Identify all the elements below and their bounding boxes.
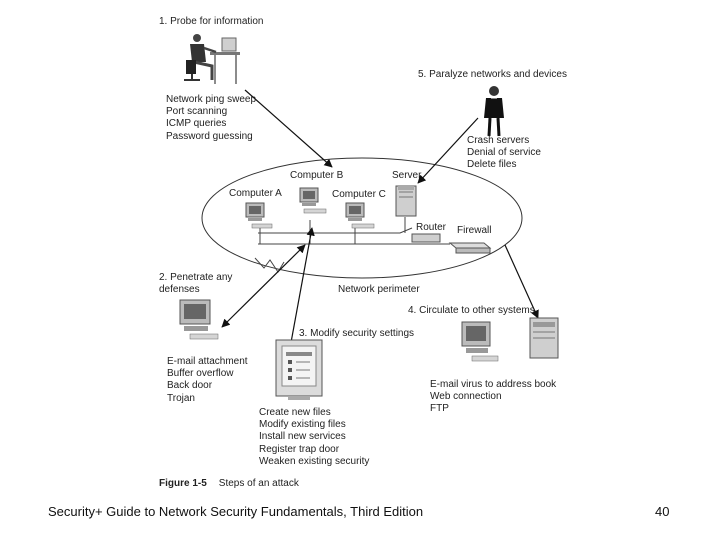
list-item: Denial of service — [467, 147, 541, 159]
step-3-list: Create new files Modify existing files I… — [259, 407, 369, 468]
page-number: 40 — [655, 504, 670, 519]
arrow-modify-to-computer-b — [289, 227, 315, 349]
computer-b-label: Computer B — [290, 170, 344, 181]
step-1-list: Network ping sweep Port scanning ICMP qu… — [166, 94, 256, 143]
step-2-title-line1: 2. Penetrate any — [159, 272, 233, 283]
list-item: Port scanning — [166, 106, 228, 118]
footer-book-title: Security+ Guide to Network Security Fund… — [48, 504, 424, 519]
penetrate-computer-icon — [179, 299, 219, 340]
computer-a-label: Computer A — [229, 188, 282, 199]
firewall-label: Firewall — [457, 225, 492, 236]
list-item: Buffer overflow — [167, 368, 234, 380]
step-5-list: Crash servers Denial of service Delete f… — [467, 135, 541, 172]
computer-b-icon — [299, 187, 327, 214]
list-item: Weaken existing security — [259, 455, 370, 467]
step-4-title: 4. Circulate to other systems — [408, 305, 535, 316]
list-item: Modify existing files — [259, 419, 346, 431]
circulate-server-tower-icon — [529, 317, 559, 359]
step-1-title: 1. Probe for information — [159, 16, 264, 27]
network-perimeter-ellipse — [201, 157, 523, 279]
list-item: Delete files — [467, 159, 517, 171]
firewall-icon — [448, 242, 492, 254]
arrow-penetrate-bidirectional — [221, 244, 306, 328]
figure-caption-text: Steps of an attack — [218, 478, 299, 489]
computer-c-icon — [345, 202, 375, 229]
modify-settings-monitor-icon — [275, 339, 323, 400]
list-item: FTP — [430, 403, 449, 415]
computer-a-icon — [245, 202, 273, 229]
list-item: Crash servers — [467, 135, 530, 146]
arrow-paralyze-to-server — [417, 117, 479, 184]
server-label: Server — [392, 170, 422, 181]
list-item: Web connection — [430, 391, 502, 403]
list-item: E-mail virus to address book — [430, 379, 557, 390]
step-5-title: 5. Paralyze networks and devices — [418, 69, 567, 80]
list-item: ICMP queries — [166, 118, 227, 130]
hacker-at-desk-icon — [184, 34, 240, 84]
attack-arrows — [221, 89, 539, 349]
list-item: Trojan — [167, 392, 195, 404]
figure-caption: Figure 1-5 Steps of an attack — [159, 478, 299, 489]
step-4-list: E-mail virus to address book Web connect… — [430, 379, 556, 416]
list-item: Register trap door — [259, 443, 340, 455]
figure-number: Figure 1-5 — [159, 478, 207, 489]
step-2-list: E-mail attachment Buffer overflow Back d… — [167, 356, 248, 405]
list-item: Network ping sweep — [166, 94, 257, 105]
list-item: Create new files — [259, 407, 331, 418]
list-item: Password guessing — [166, 130, 253, 142]
list-item: Back door — [167, 380, 213, 392]
arrow-probe-to-computer-b — [244, 89, 333, 168]
router-label: Router — [416, 222, 447, 233]
step-3-title: 3. Modify security settings — [299, 328, 415, 339]
attacker-figure-icon — [484, 86, 504, 137]
router-icon — [411, 233, 441, 243]
list-item: E-mail attachment — [167, 356, 248, 367]
circulate-computer-icon — [461, 321, 499, 362]
computer-c-label: Computer C — [332, 189, 386, 200]
network-perimeter-label: Network perimeter — [338, 284, 420, 295]
list-item: Install new services — [259, 431, 346, 443]
step-2-title-line2: defenses — [159, 284, 200, 295]
arrow-circulate-to-systems — [504, 244, 539, 319]
server-icon — [395, 185, 417, 217]
